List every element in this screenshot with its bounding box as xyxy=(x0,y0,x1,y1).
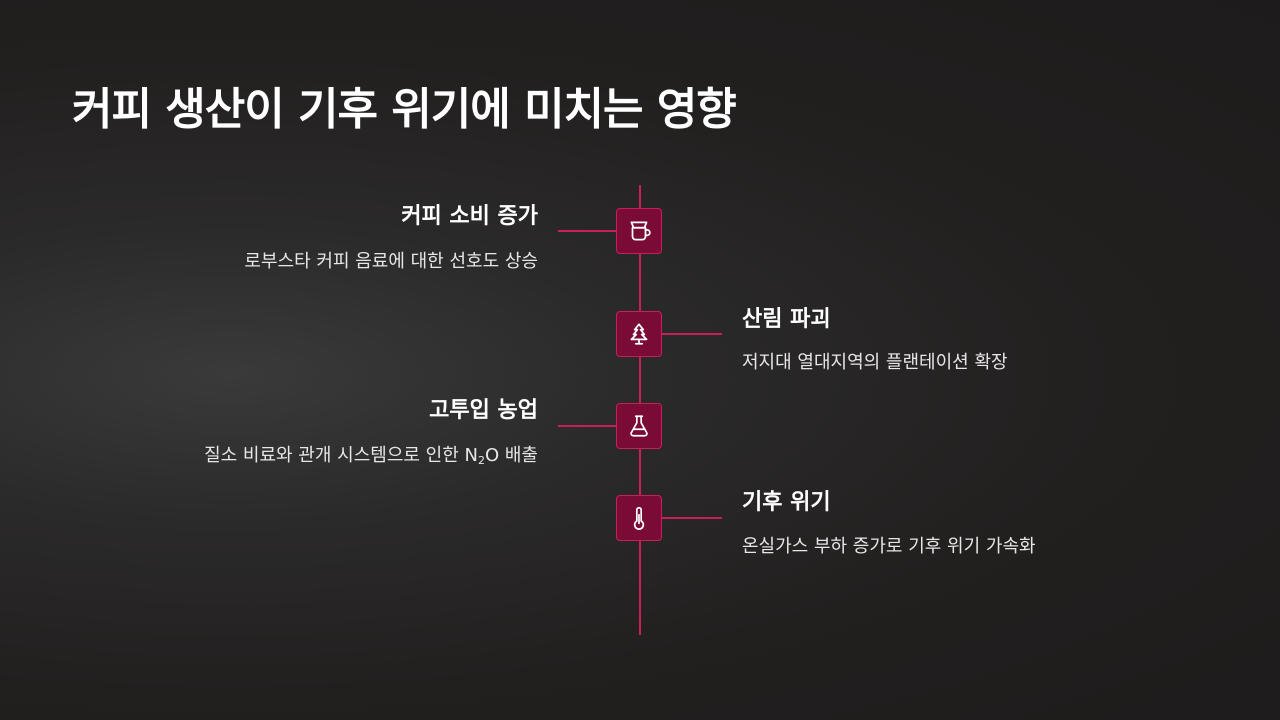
timeline-connector xyxy=(558,230,618,232)
timeline-node xyxy=(616,208,662,254)
thermometer-icon xyxy=(633,506,645,530)
subscript-text: 2 xyxy=(477,454,485,467)
timeline-item-description: 로부스타 커피 음료에 대한 선호도 상승 xyxy=(244,251,538,272)
timeline-item-title: 산림 파괴 xyxy=(742,307,831,332)
timeline-item-title: 고투입 농업 xyxy=(429,398,538,423)
slide-title: 커피 생산이 기후 위기에 미치는 영향 xyxy=(72,84,737,135)
timeline-item-title: 기후 위기 xyxy=(742,490,831,515)
timeline-item-title: 커피 소비 증가 xyxy=(401,204,538,229)
timeline-item-description: 저지대 열대지역의 플랜테이션 확장 xyxy=(742,352,1008,373)
timeline-node xyxy=(616,495,662,541)
timeline-connector xyxy=(660,333,722,335)
timeline-connector xyxy=(660,517,722,519)
coffee-pot-icon xyxy=(630,221,651,241)
timeline-node xyxy=(616,403,662,449)
timeline-item-description: 질소 비료와 관개 시스템으로 인한 N2O 배출 xyxy=(204,444,538,473)
flask-icon xyxy=(630,415,648,437)
timeline-item-description: 온실가스 부하 증가로 기후 위기 가속화 xyxy=(742,536,1036,557)
tree-icon xyxy=(630,323,648,345)
description-text: O 배출 xyxy=(484,445,538,466)
timeline-connector xyxy=(558,425,618,427)
timeline-node xyxy=(616,311,662,357)
description-text: 질소 비료와 관개 시스템으로 인한 N xyxy=(204,445,478,466)
